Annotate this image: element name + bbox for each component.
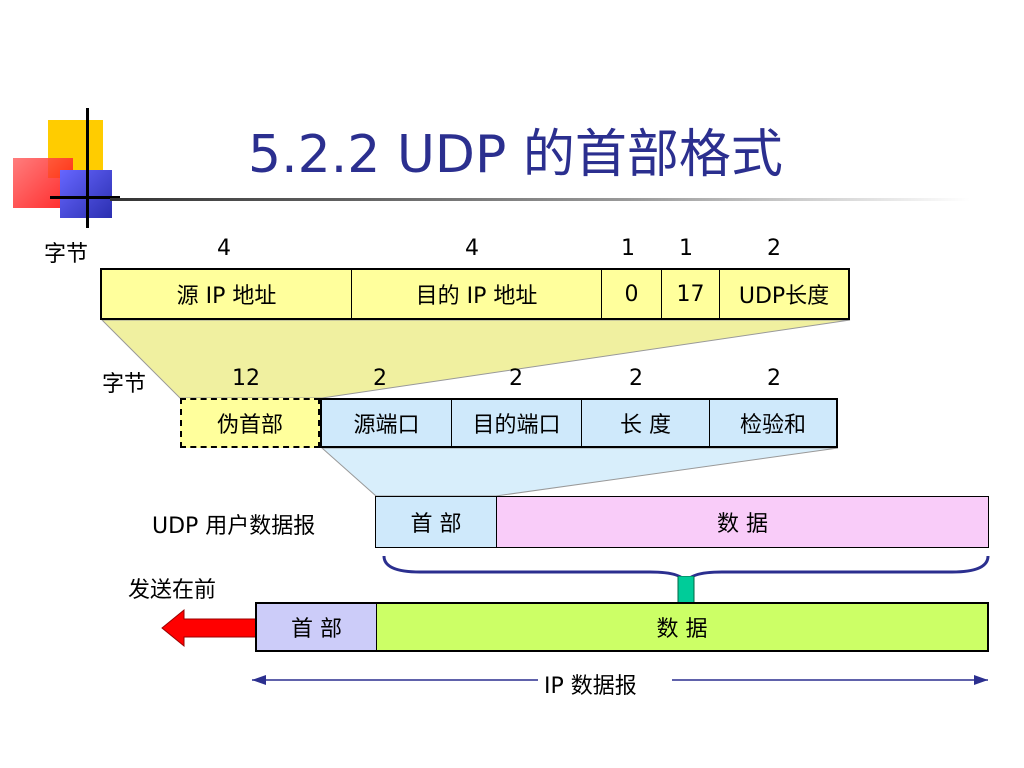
bytes-label: 字节 (102, 372, 147, 397)
byte-count: 2 (767, 366, 781, 391)
page-title: 5.2.2 UDP 的首部格式 (248, 125, 783, 185)
source-port-field: 源端口 (322, 400, 452, 446)
dest-ip-field: 目的 IP 地址 (352, 270, 602, 318)
udp-data-cell: 数 据 (497, 497, 988, 547)
byte-count: 2 (373, 366, 387, 391)
udp-header-fields: 源端口 目的端口 长 度 检验和 (320, 398, 838, 448)
byte-count: 4 (217, 236, 231, 261)
send-first-label: 发送在前 (128, 578, 217, 603)
ip-datagram: 首 部 数 据 (255, 602, 989, 652)
zero-field: 0 (602, 270, 662, 318)
protocol-field: 17 (662, 270, 720, 318)
byte-count: 2 (629, 366, 643, 391)
checksum-field: 检验和 (739, 413, 806, 438)
source-ip-field: 源 IP 地址 (102, 270, 352, 318)
pseudo-header-fields: 源 IP 地址 目的 IP 地址 0 17 UDP长度 (100, 268, 850, 320)
length-field: 长 度 (582, 400, 710, 446)
ip-header-cell: 首 部 (257, 604, 377, 650)
byte-count: 12 (232, 366, 260, 391)
pseudo-header-cell: 伪首部 (180, 398, 320, 448)
bytes-label: 字节 (44, 242, 89, 267)
udp-header-cell: 首 部 (376, 497, 497, 547)
byte-count: 1 (679, 236, 693, 261)
dest-port-field: 目的端口 (452, 400, 582, 446)
byte-count: 2 (767, 236, 781, 261)
udp-datagram: 首 部 数 据 (375, 496, 989, 548)
byte-count: 4 (465, 236, 479, 261)
ip-data-cell: 数 据 (377, 604, 987, 650)
udp-datagram-label: UDP 用户数据报 (152, 514, 316, 539)
udp-length-field: UDP长度 (738, 284, 830, 309)
byte-count: 1 (621, 236, 635, 261)
slide-logo-decoration (0, 100, 140, 230)
title-underline (110, 198, 970, 201)
byte-count: 2 (509, 366, 523, 391)
ip-datagram-label: IP 数据报 (544, 674, 637, 699)
